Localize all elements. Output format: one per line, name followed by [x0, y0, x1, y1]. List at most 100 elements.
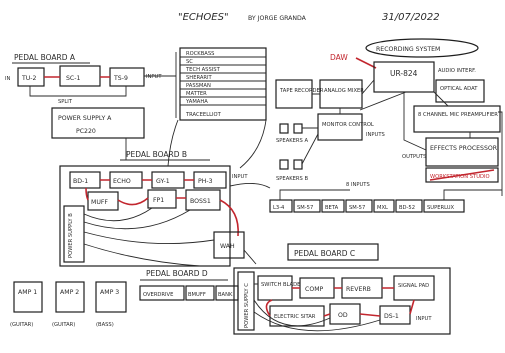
amp-model-item: SHERARIT	[186, 75, 213, 81]
pedal-board-a: PEDAL BOARD A IN TU-2 SC-1 TS-9 INPUT SP…	[5, 53, 176, 139]
amp-model-item: TECH ASSIST	[185, 67, 221, 73]
pedal-electric-sitar-label: ELECTRIC SITAR	[274, 314, 316, 320]
power-supply-b	[63, 205, 85, 263]
recording-system: RECORDING SYSTEM DAW UR-824 AUDIO INTERF…	[269, 38, 503, 213]
pedal-board-a-split-label: SPLIT	[58, 99, 73, 105]
amp-2	[55, 281, 85, 313]
speaker-a-right	[293, 123, 303, 134]
mic-slot-label: SM-57	[349, 205, 365, 211]
speakers-b-label: SPEAKERS B	[276, 176, 308, 182]
power-supply-c	[237, 271, 255, 331]
pedal-tu2-label: TU-2	[21, 75, 37, 82]
workstation-studio-label: WORKSTATION STUDIO	[430, 174, 490, 180]
pedal-overdrive-label: OVERDRIVE	[143, 292, 173, 298]
pedal-ph3-label: PH-3	[198, 178, 213, 185]
mic-slot-label: BETA	[325, 205, 339, 211]
workstation-studio	[425, 167, 499, 183]
amp-2-note: (GUITAR)	[52, 322, 75, 328]
pedal-overdrive[interactable]	[139, 285, 185, 301]
mic-slot-label: SUPERLUX	[427, 205, 455, 211]
pedal-board-b-input-label: INPUT	[232, 174, 248, 180]
amp-3-label: AMP 3	[100, 289, 119, 296]
monitor-inputs-label: INPUTS	[366, 132, 385, 138]
pedal-bmuff-label: BMUFF	[188, 292, 206, 298]
effects-processor	[425, 137, 499, 167]
effects-processor-label: EFFECTS PROCESSOR	[430, 145, 498, 152]
daw-label: DAW	[330, 53, 348, 62]
pedal-switch-blade[interactable]	[257, 275, 293, 301]
pedal-ds1[interactable]	[379, 305, 411, 325]
amp-model-box	[179, 47, 267, 121]
analog-mixer	[319, 79, 363, 109]
pedal-ds1-label: DS-1	[384, 313, 399, 320]
pedal-echo-label: ECHO	[113, 178, 131, 185]
mic-strip: L3-4 SM-57 BETA SM-57 MXL BD-52 SUPERLUX	[269, 189, 502, 213]
mic-slot	[293, 199, 321, 213]
power-supply-a-model: PC220	[76, 128, 96, 135]
amp-model-item: TRACEELLIOT	[185, 112, 222, 118]
amp-model-item: ROCKBASS	[186, 51, 214, 57]
pedal-board-a-input-label: INPUT	[146, 74, 162, 80]
mic-slot	[269, 199, 293, 213]
mic-slot	[321, 199, 345, 213]
amp-3-note: (BASS)	[96, 322, 114, 328]
pedal-board-c-frame	[233, 267, 451, 335]
pedal-sc1[interactable]	[59, 65, 101, 87]
mic-slot	[395, 199, 423, 213]
recording-system-label: RECORDING SYSTEM	[376, 46, 440, 53]
power-supply-a-label: POWER SUPPLY A	[58, 115, 112, 122]
pedal-comp-label: COMP	[305, 286, 324, 293]
amps: AMP 1 (GUITAR) AMP 2 (GUITAR) AMP 3 (BAS…	[10, 281, 127, 328]
speaker-b-right	[293, 159, 303, 170]
power-supply-a	[51, 107, 145, 139]
pedal-board-c: PEDAL BOARD C POWER SUPPLY C SWITCH BLAD…	[233, 243, 451, 335]
pedal-board-b: PEDAL BOARD B BD-1 ECHO GY-1 PH-3 MUFF F…	[59, 150, 248, 267]
amp-1-label: AMP 1	[18, 289, 37, 296]
pedal-fp1-label: FP1	[153, 197, 164, 204]
monitor-control-label: MONITOR CONTROL	[322, 122, 374, 128]
pedal-gy1-label: GY-1	[156, 178, 170, 185]
pedal-board-a-in-label: IN	[5, 76, 11, 82]
tape-recorder	[275, 79, 313, 109]
pedal-board-a-label: PEDAL BOARD A	[14, 53, 76, 62]
pedal-wah[interactable]	[213, 231, 245, 259]
amp-model-list: ROCKBASS SC TECH ASSIST SHERARIT PASSMAN…	[175, 47, 267, 121]
pedal-muff-label: MUFF	[91, 199, 108, 206]
optical-adat-label: OPTICAL ADAT	[440, 86, 478, 92]
interface-ur824-label: UR-824	[390, 69, 418, 78]
pedal-board-d-label: PEDAL BOARD D	[146, 269, 208, 278]
speakers-a-label: SPEAKERS A	[276, 138, 308, 144]
mic-preamplifier	[413, 105, 501, 133]
pedal-board-c-title-box	[287, 243, 379, 261]
amp-1	[13, 281, 43, 313]
amp-1-note: (GUITAR)	[10, 322, 33, 328]
pedal-bank-label: BANK	[218, 292, 233, 298]
pedal-sc1-label: SC-1	[66, 75, 80, 82]
pedal-board-b-label: PEDAL BOARD B	[126, 150, 187, 159]
mic-slot-label: BD-52	[399, 205, 415, 211]
amp-model-item: PASSMAN	[186, 83, 211, 89]
pedal-board-d: PEDAL BOARD D OVERDRIVE BMUFF BANK	[139, 269, 239, 301]
pedal-muff[interactable]	[87, 191, 119, 211]
amp-3	[95, 281, 127, 313]
analog-mixer-label: ANALOG MIXER	[324, 88, 364, 94]
mic-slot-label: MXL	[377, 205, 388, 211]
pedal-board-c-label: PEDAL BOARD C	[294, 249, 355, 258]
pedal-ts9-label: TS-9	[113, 75, 128, 82]
amp-model-item: SC	[186, 59, 193, 65]
recording-system-title-oval	[365, 38, 479, 58]
diagram-title: "ECHOES"	[178, 12, 229, 23]
pedal-bmuff[interactable]	[185, 285, 215, 301]
amp-2-label: AMP 2	[60, 289, 79, 296]
audio-interface-label: AUDIO INTERF.	[438, 68, 476, 74]
speaker-a-left	[279, 123, 289, 134]
pedal-board-c-input-label: INPUT	[416, 316, 432, 322]
pedal-wah-label: WAH	[220, 243, 235, 250]
pedal-signal-pad-label: SIGNAL PAD	[398, 283, 429, 289]
optical-adat	[435, 79, 485, 103]
pedal-switch-blade-label: SWITCH BLADE	[261, 282, 300, 288]
diagram-date: 31/07/2022	[382, 12, 440, 23]
pedal-reverb-label: REVERB	[346, 286, 371, 293]
